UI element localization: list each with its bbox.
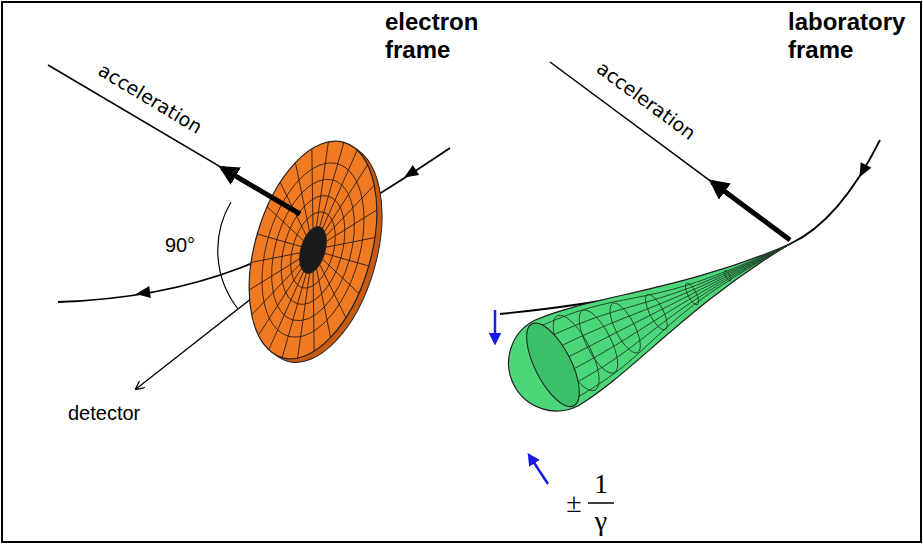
plus-minus-sign: ± <box>566 487 581 519</box>
fraction-bar <box>588 502 614 504</box>
radiation-cone <box>492 201 812 427</box>
trajectory-arrowhead <box>854 162 871 180</box>
fraction-numerator: 1 <box>594 468 608 500</box>
acceleration-arrow <box>712 182 790 240</box>
trajectory-arrowhead <box>135 286 151 300</box>
panel-heading: laboratory frame <box>788 8 914 63</box>
detector-label: detector <box>68 402 140 425</box>
dipole-pattern-disk <box>226 126 406 377</box>
angle-label: 90° <box>165 234 195 257</box>
acceleration-arrow <box>222 168 300 214</box>
acceleration-axis <box>48 65 300 214</box>
panel-heading: electron frame <box>385 8 495 63</box>
acceleration-axis <box>550 62 790 240</box>
width-arrow <box>529 455 548 484</box>
trajectory-arrowhead <box>401 165 419 183</box>
width-arrow <box>494 310 497 343</box>
fraction-denominator: γ <box>595 505 607 537</box>
angle-arc <box>218 202 238 309</box>
